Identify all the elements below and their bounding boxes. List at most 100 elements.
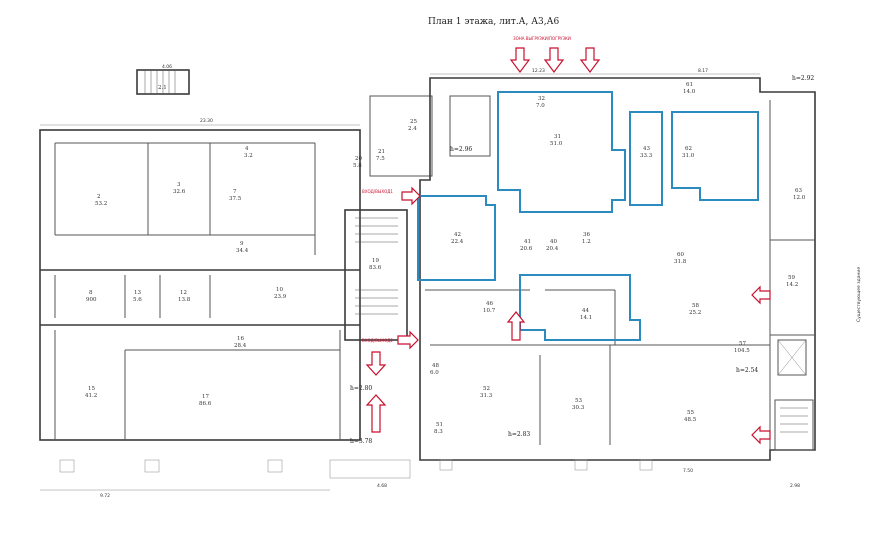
room-53-area: 30.3 — [572, 405, 585, 411]
room-53-num: 53 — [575, 398, 582, 404]
room-51-area: 8.3 — [434, 429, 443, 435]
room-19-num: 19 — [372, 258, 379, 264]
dim-bottom-mid: 4.68 — [377, 483, 387, 489]
room-4-area: 3.2 — [244, 153, 253, 159]
room-3-num: 3 — [177, 182, 181, 188]
room-41-area: 20.6 — [520, 246, 533, 252]
room-57-area: 104.5 — [734, 348, 750, 354]
room-41-num: 41 — [524, 239, 531, 245]
room-60-area: 31.8 — [674, 259, 687, 265]
loading-zone-label: ЗОНА ВЫГРУЗКИ/ПОГРУЗКИ — [513, 36, 571, 41]
room-40-area: 20.4 — [546, 246, 559, 252]
room-21-area: 7.5 — [376, 156, 385, 162]
dim-stair-1: 4.06 — [162, 64, 172, 70]
loading-arrow-1 — [509, 47, 531, 73]
highlighted-zones — [417, 91, 759, 341]
loading-arrows — [509, 47, 601, 73]
room-52-area: 31.3 — [480, 393, 493, 399]
central-stair: 19 83.6 20 5.8 21 7.5 25 2.4 — [344, 95, 491, 341]
dim-top-left: 23.30 — [200, 118, 213, 124]
room-36-area: 1.2 — [582, 239, 591, 245]
room-55-num: 55 — [687, 410, 694, 416]
room-17-area: 86.6 — [199, 401, 212, 407]
room-12-num: 12 — [180, 290, 187, 296]
room-8-area: 900 — [86, 297, 97, 303]
room-9-area: 34.4 — [236, 248, 249, 254]
right-block — [419, 77, 816, 461]
entrance-1-arrow — [401, 186, 421, 206]
ceiling-height-3: h=3.78 — [350, 438, 372, 445]
room-43-area: 33.3 — [640, 153, 653, 159]
room-20-area: 5.8 — [353, 163, 362, 169]
room-13-num: 13 — [134, 290, 141, 296]
room-44-num: 44 — [582, 308, 589, 314]
dim-bottom-far: 2.98 — [790, 483, 800, 489]
room-1-stair: 2.1 — [136, 69, 190, 95]
room-32-area: 7.0 — [536, 103, 545, 109]
room-7-area: 37.5 — [229, 196, 242, 202]
room-48-area: 6.0 — [430, 370, 439, 376]
room-59-num: 59 — [788, 275, 795, 281]
room-62-area: 31.0 — [682, 153, 695, 159]
entrance-up-arrow-2 — [506, 311, 526, 341]
ceiling-height-6: h=2.92 — [792, 75, 814, 82]
dimension-lines: 23.30 12.23 8.17 4.06 9.72 4.68 7.50 2.9… — [40, 64, 800, 499]
room-57-num: 57 — [739, 341, 746, 347]
room-60-num: 60 — [677, 252, 684, 258]
right-block-rooms: 31 51.0 32 7.0 42 22.4 41 20.6 40 20.4 3… — [430, 82, 806, 435]
loading-arrow-2 — [543, 47, 565, 73]
room-52-num: 52 — [483, 386, 490, 392]
room-48-num: 48 — [432, 363, 439, 369]
room-13-area: 5.6 — [133, 297, 142, 303]
room-42-num: 42 — [454, 232, 461, 238]
room-31-num: 31 — [554, 134, 561, 140]
room-15-area: 41.2 — [85, 393, 97, 399]
room-2-num: 2 — [97, 194, 101, 200]
room-58-num: 58 — [692, 303, 699, 309]
left-wing: 2 53.2 3 32.6 4 3.2 7 37.5 9 34.4 8 900 … — [39, 129, 361, 441]
entrance-2-label: ВХОД/ВЫХОД2 — [362, 338, 393, 343]
room-3-area: 32.6 — [173, 189, 186, 195]
room-2-area: 53.2 — [95, 201, 107, 207]
room-43-num: 43 — [643, 146, 650, 152]
room-32-num: 32 — [538, 96, 545, 102]
room-20-num: 20 — [355, 156, 362, 162]
room-16-area: 28.4 — [234, 343, 247, 349]
room-36-num: 36 — [583, 232, 590, 238]
room-63-num: 63 — [795, 188, 802, 194]
room-10-area: 23.9 — [274, 294, 287, 300]
entrance-2-arrow — [397, 330, 419, 350]
ceiling-height-4: h=2.83 — [508, 431, 530, 438]
existing-building-label: Существующее здание — [856, 267, 862, 322]
entrance-left-arrow-2 — [751, 425, 771, 445]
room-8-num: 8 — [89, 290, 93, 296]
room-46-area: 10.7 — [483, 308, 496, 314]
room-42-area: 22.4 — [451, 239, 464, 245]
room-44-area: 14.1 — [580, 315, 592, 321]
room-61-num: 61 — [686, 82, 693, 88]
entrance-up-arrow-1 — [365, 394, 387, 433]
room-4-num: 4 — [245, 146, 249, 152]
facade-steps — [59, 459, 653, 479]
dim-top-right-2: 8.17 — [698, 68, 708, 74]
room-10-num: 10 — [276, 287, 283, 293]
room-25-area: 2.4 — [408, 126, 417, 132]
ceiling-height-5: h=2.54 — [736, 367, 758, 374]
room-40-num: 40 — [550, 239, 557, 245]
room-51-num: 51 — [436, 422, 443, 428]
room-15-num: 15 — [88, 386, 95, 392]
entrance-1-label: ВХОД/ВЫХОД1 — [362, 189, 393, 194]
room-62-num: 62 — [685, 146, 692, 152]
room-9-num: 9 — [240, 241, 244, 247]
loading-arrow-3 — [579, 47, 601, 73]
room-63-area: 12.0 — [793, 195, 806, 201]
room-12-area: 13.8 — [178, 297, 191, 303]
entrance-left-arrow-1 — [751, 285, 771, 305]
room-55-area: 48.5 — [684, 417, 697, 423]
room-46-num: 46 — [486, 301, 493, 307]
dim-bottom-left: 9.72 — [100, 493, 110, 499]
room-25-num: 25 — [410, 119, 417, 125]
room-58-area: 25.2 — [689, 310, 701, 316]
plan-title: План 1 этажа, лит.А, А3,А6 — [428, 17, 559, 27]
